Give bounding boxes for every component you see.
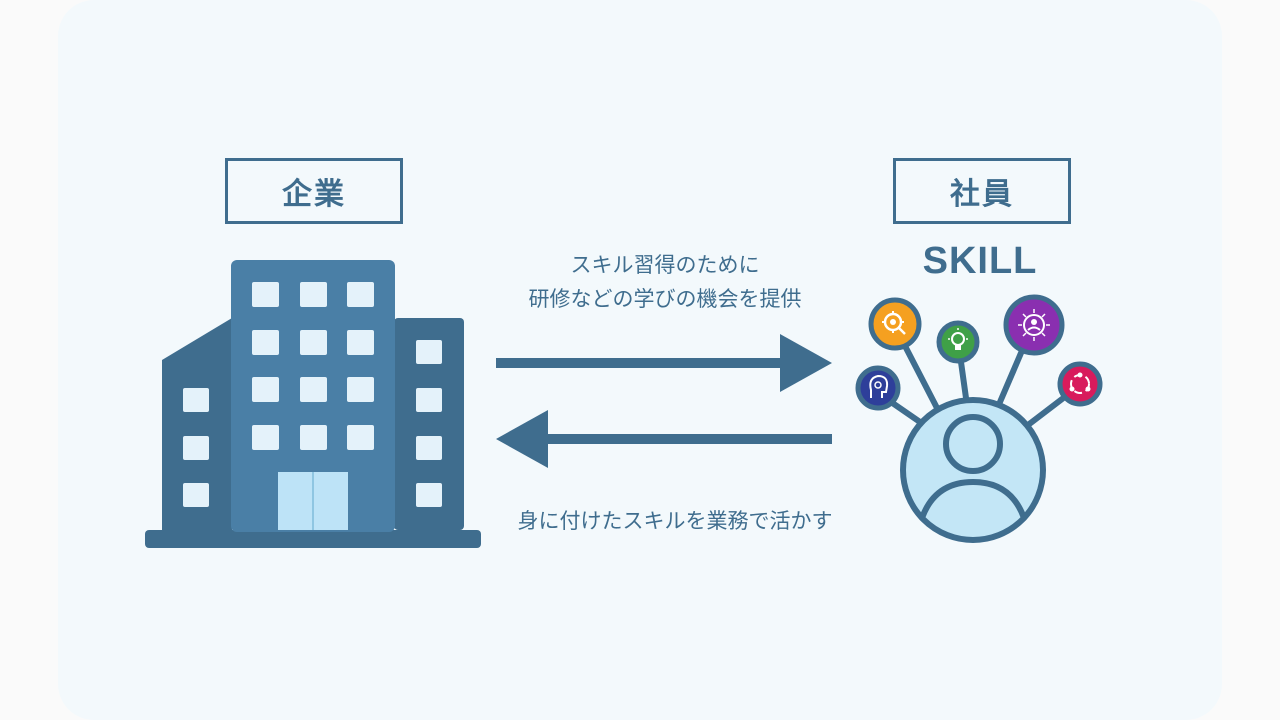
building-icon: [145, 260, 481, 548]
skill-heading: SKILL: [922, 240, 1038, 282]
network-person-icon: [1003, 294, 1065, 356]
lightbulb-icon: [936, 320, 980, 364]
employee-label-box: 社員: [893, 158, 1071, 224]
tower-windows: [252, 282, 374, 450]
apply-caption: 身に付けたスキルを業務で活かす: [517, 509, 833, 533]
building-left-wing: [162, 318, 232, 530]
skill-connectors: [888, 341, 1069, 428]
employee-label: 社員: [950, 177, 1014, 212]
building-base: [145, 530, 481, 548]
right-wing-windows: [416, 340, 442, 507]
company-label-box: 企業: [225, 158, 403, 224]
company-label: 企業: [282, 177, 346, 212]
offer-caption: スキル習得のために 研修などの学びの機会を提供: [495, 248, 835, 316]
offer-caption-line2: 研修などの学びの機会を提供: [528, 287, 802, 311]
arrow-to-company: [496, 410, 832, 468]
left-wing-windows: [183, 388, 209, 507]
employee-avatar-icon: [900, 397, 1046, 543]
gear-search-icon: [868, 297, 922, 351]
head-brain-icon: [855, 365, 901, 411]
arrow-to-employee: [496, 334, 832, 392]
building-right-wing: [394, 318, 464, 530]
cycle-icon: [1057, 361, 1103, 407]
offer-caption-line1: スキル習得のために: [570, 253, 760, 277]
